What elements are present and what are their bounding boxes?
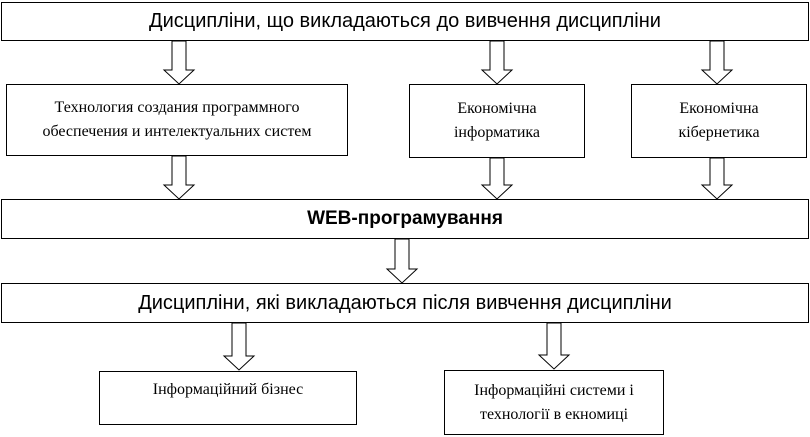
prerequisite-course-box-3: Економічна кібернетика [631, 84, 807, 158]
main-course-box: WEB-програмування [1, 199, 809, 239]
arrow-course-1-to-main [162, 155, 196, 200]
followup-course-box-2: Інформаційні системи і технології в екно… [444, 370, 664, 435]
arrow-followup-to-course-1 [222, 322, 256, 371]
prerequisite-course-label-3: Економічна кібернетика [678, 100, 760, 141]
prerequisite-course-box-1: Технология создания программного обеспеч… [6, 84, 348, 156]
followup-header-box: Дисципліни, які викладаються після вивче… [1, 283, 809, 323]
prerequisite-course-box-2: Економічна інформатика [409, 84, 585, 158]
followup-course-box-1: Інформаційний бізнес [99, 371, 357, 425]
arrow-followup-to-course-2 [537, 322, 571, 370]
arrow-main-to-followup [385, 238, 419, 284]
arrow-course-2-to-main [480, 157, 514, 200]
arrow-header-to-course-3 [700, 40, 734, 85]
arrow-header-to-course-1 [162, 40, 196, 85]
followup-course-label-2: Інформаційні системи і технології в екно… [474, 381, 634, 423]
followup-header-text: Дисципліни, які викладаються після вивче… [138, 291, 672, 314]
prerequisites-header-text: Дисципліни, що викладаються до вивчення … [149, 10, 661, 32]
prerequisite-course-label-1: Технология создания программного обеспеч… [42, 99, 312, 140]
main-course-title: WEB-програмування [307, 208, 503, 229]
prerequisites-header-box: Дисципліни, що викладаються до вивчення … [1, 2, 809, 41]
arrow-header-to-course-2 [480, 40, 514, 85]
followup-course-label-1: Інформаційний бізнес [152, 381, 304, 398]
prerequisite-course-label-2: Економічна інформатика [453, 100, 541, 141]
arrow-course-3-to-main [700, 157, 734, 200]
